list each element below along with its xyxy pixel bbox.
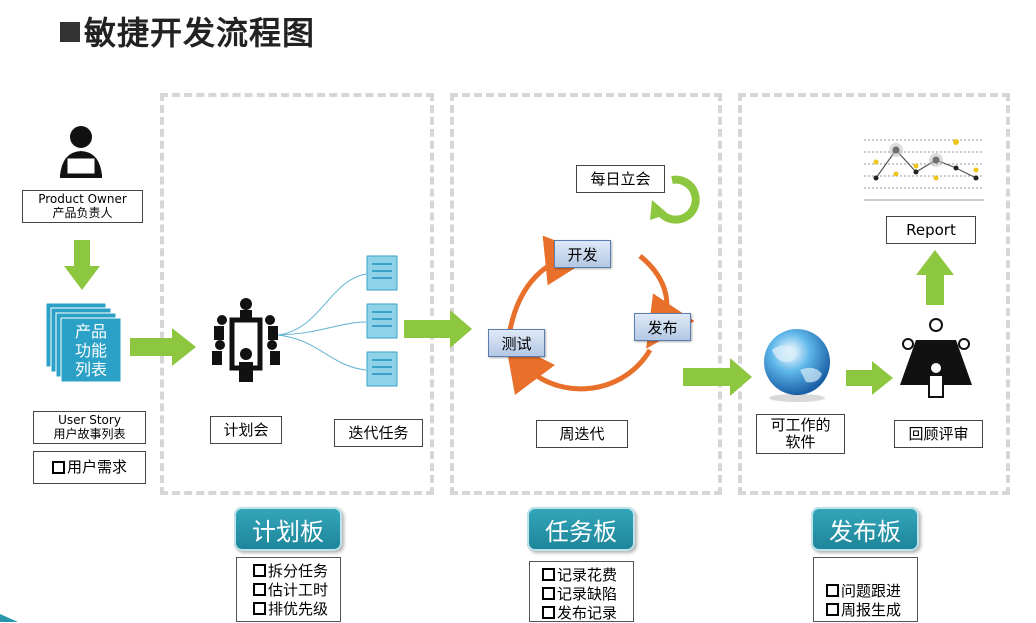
list-item: 问题跟进 — [826, 582, 911, 601]
list-item: 估计工时 — [253, 581, 334, 600]
cycle-node-test: 测试 — [488, 329, 545, 357]
list-item: 记录花费 — [542, 566, 627, 585]
review-meeting-icon — [900, 318, 972, 398]
checkbox-icon — [826, 584, 839, 597]
corner-accent — [0, 614, 18, 622]
planning-meeting-label: 计划会 — [210, 416, 282, 444]
product-owner-label: Product Owner 产品负责人 — [22, 190, 143, 223]
iteration-panel — [450, 93, 722, 495]
product-owner-icon — [60, 126, 102, 178]
checkbox-icon — [542, 606, 555, 619]
product-backlog-stack-icon — [45, 302, 122, 383]
checkbox-icon — [542, 568, 555, 581]
user-story-label: User Story 用户故事列表 — [33, 411, 146, 444]
planning-meeting-icon — [212, 298, 280, 382]
checkbox-icon — [826, 603, 839, 616]
working-software-label: 可工作的 软件 — [756, 414, 845, 454]
cycle-node-release: 发布 — [634, 313, 691, 341]
planning-board-list: 拆分任务 估计工时 排优先级 — [236, 557, 341, 622]
task-board-list: 记录花费 记录缺陷 发布记录 — [529, 561, 634, 622]
list-item: 周报生成 — [826, 601, 911, 620]
checkbox-icon — [253, 583, 266, 596]
iteration-tasks-label: 迭代任务 — [334, 419, 423, 447]
title-bullet-icon — [60, 22, 80, 42]
working-software-globe-icon — [764, 329, 830, 402]
list-item: 拆分任务 — [253, 562, 334, 581]
report-chart-icon — [864, 139, 984, 201]
release-panel — [738, 93, 1010, 495]
daily-standup-label: 每日立会 — [576, 165, 665, 193]
task-board-title: 任务板 — [527, 507, 635, 551]
release-board-list: 问题跟进 周报生成 — [813, 557, 918, 622]
product-backlog-label: 产品 功能 列表 — [74, 321, 107, 379]
page-title: 敏捷开发流程图 — [60, 8, 315, 54]
weekly-iteration-label: 周迭代 — [536, 420, 628, 448]
planning-panel — [160, 93, 434, 495]
daily-standup-cycle-icon — [650, 175, 700, 224]
release-board-title: 发布板 — [811, 507, 919, 551]
cycle-node-develop: 开发 — [554, 240, 611, 268]
task-fan-lines — [277, 273, 367, 371]
review-label: 回顾评审 — [894, 420, 983, 448]
checkbox-icon — [542, 587, 555, 600]
checkbox-icon — [253, 564, 266, 577]
list-item: 记录缺陷 — [542, 585, 627, 604]
checkbox-icon — [51, 461, 65, 474]
list-item: 发布记录 — [542, 604, 627, 623]
user-needs-label: 用户需求 — [33, 451, 146, 484]
flow-arrows — [64, 240, 954, 396]
report-label: Report — [886, 216, 976, 244]
planning-board-title: 计划板 — [234, 507, 342, 551]
list-item: 排优先级 — [253, 600, 334, 619]
checkbox-icon — [253, 602, 266, 615]
task-doc-icons — [366, 255, 398, 387]
